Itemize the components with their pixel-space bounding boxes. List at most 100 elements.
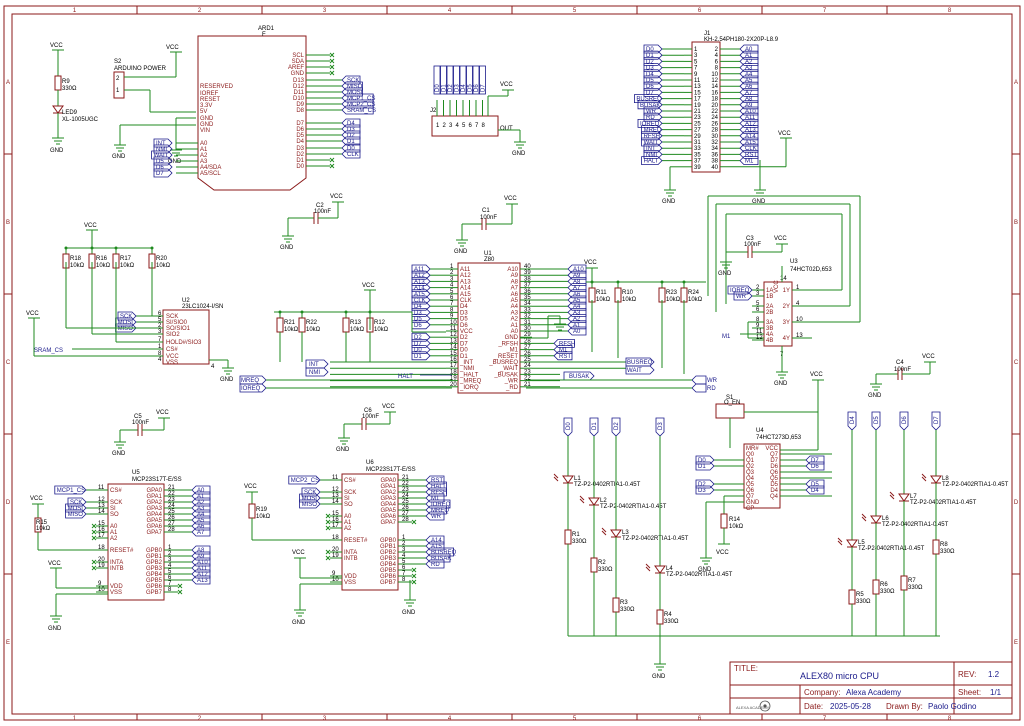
u6-pins-pin-num-8: 8 [402, 577, 406, 583]
u5-pins-pin-num-2: 2 [168, 551, 172, 557]
svg-text:100nF: 100nF [894, 367, 911, 373]
vcc-label: VCC [778, 131, 791, 137]
j1-pin-21: 21 [694, 109, 701, 115]
u1-net-d5: D5 [414, 317, 422, 323]
led-net-d3: D3 [658, 422, 664, 430]
j1-pin-34: 34 [711, 146, 718, 152]
j1-pin-7: 7 [694, 66, 698, 72]
ard1-pin-a3: A3 [200, 159, 208, 165]
ard1-net-d2: D2 [347, 133, 355, 139]
u1-pin-num-30: 30 [524, 326, 531, 332]
j1-gnd-label-2: GND [752, 199, 766, 205]
u6-pins-net-rfsh: RFSH [431, 490, 447, 496]
ard1-net-sram_cs: SRAM_CS [347, 108, 376, 114]
u4-net-left-d1: D1 [698, 464, 706, 470]
r23-value: 10kΩ [666, 297, 681, 303]
svg-text:74HCT273D,653: 74HCT273D,653 [756, 435, 802, 441]
led-res-r6-ref: R6 [880, 582, 888, 588]
u1-pin-num-17: 17 [450, 363, 457, 369]
u1-pin-d3: D3 [460, 310, 468, 316]
u6-pins-pin-si: SI [344, 496, 350, 502]
u1-net-a5: A5 [573, 298, 581, 304]
u5-pins-pin-num-10: 10 [98, 587, 105, 593]
u1-net-a9: A9 [573, 273, 581, 279]
led-res-r8-value: 330Ω [940, 549, 955, 555]
svg-text:R15: R15 [36, 520, 48, 526]
u6-pins-pin-gpb3: GPB3 [380, 556, 397, 562]
j1-pin-18: 18 [711, 97, 718, 103]
u6-pins-pin-num-18: 18 [332, 535, 339, 541]
u4-pin-mr: MR# [746, 446, 759, 452]
u6-pins-pin-num-14: 14 [332, 499, 339, 505]
led-net-d5: D5 [874, 416, 880, 424]
u1-pin-num-20: 20 [450, 382, 457, 388]
ard1-net-nmi: NMI [156, 147, 167, 153]
u5-pins-pin-num-12: 12 [98, 497, 105, 503]
u3-pin-1a: 1A [766, 288, 773, 294]
u5-pins-net-a5: A5 [197, 518, 205, 524]
title-value: ALEX80 micro CPU [800, 671, 879, 681]
u5-pins-pin-num-26: 26 [168, 515, 175, 521]
ard1-pin-5v: 5V [200, 109, 207, 115]
led-res-r7-value: 330Ω [908, 585, 923, 591]
j1-net-halt: HALT [644, 159, 659, 165]
u2-net-sck: SCK [120, 314, 132, 320]
ard1-net-miso: MISO [347, 84, 363, 90]
j1-pin-10: 10 [711, 72, 718, 78]
sheet-label: Sheet: [958, 688, 981, 697]
u1-pin-halt: _HALT [459, 372, 479, 378]
u5-pins-net-a2: A2 [197, 500, 205, 506]
frame-col-bottom-8: 8 [948, 716, 952, 722]
u5-pins-pin-num-11: 11 [98, 485, 105, 491]
u6-pins-net-busak: BUSAK [431, 556, 451, 562]
ard1-net-mosi: MOSI [347, 90, 363, 96]
u1-pin-d1: D1 [460, 354, 468, 360]
frame-row-right-A: A [1014, 80, 1018, 86]
j2-net-d4: D4 [461, 84, 467, 92]
company-value: Alexa Academy [846, 688, 901, 697]
svg-text:S1: S1 [726, 395, 734, 401]
u1-net-a7: A7 [573, 286, 581, 292]
u6-pins-pin-gpa3: GPA3 [380, 496, 396, 502]
u1-pin-wait: _WAIT [499, 366, 518, 372]
frame-col-5: 5 [573, 8, 577, 14]
j1-net-d1: D1 [646, 53, 654, 59]
ard1-pin-a2: A2 [200, 153, 208, 159]
j1-net-a10: A10 [745, 109, 756, 115]
u1-pin-num-5: 5 [450, 289, 454, 295]
j1-net-rst: RST [745, 152, 757, 158]
u1-pin-a13: A13 [460, 279, 471, 285]
u1-pin-num-39: 39 [524, 270, 531, 276]
u3-pin-num-10: 10 [796, 317, 803, 323]
c4-decoupling: VCC C4 100nF GND [868, 354, 936, 399]
u4-pin-q1: Q1 [746, 458, 755, 464]
frame-col-1: 1 [73, 8, 77, 14]
u2-net-miso: MISO [118, 326, 134, 332]
svg-text:MCP23S17T-E/SS: MCP23S17T-E/SS [132, 477, 182, 483]
u1-pin-a15: A15 [460, 292, 471, 298]
u6-pins-net-rst: RST [431, 478, 443, 484]
svg-text:C3: C3 [746, 236, 754, 242]
u4-net-right-d5: D5 [811, 482, 819, 488]
u4-pin-r-d7: D7 [770, 458, 778, 464]
j1-pin-28: 28 [711, 128, 718, 134]
u3-pin-4b: 4B [766, 338, 773, 344]
u2-pin-sio2: SIO2 [166, 332, 180, 338]
u6-pins-pin-gpb1: GPB1 [380, 544, 397, 550]
svg-text:U6: U6 [366, 460, 374, 466]
ard1-net-d7: D7 [156, 171, 164, 177]
led-l8-value: TZ-P2-0402RTIA1-0.45T [942, 482, 1009, 488]
svg-text:VCC: VCC [774, 280, 780, 293]
u5-pins-pin-num-23: 23 [168, 497, 175, 503]
u5-pins-pin-gpb3: GPB3 [146, 566, 163, 572]
j1-pin-1: 1 [694, 47, 698, 53]
u5-pins-net-miso: MISO [68, 512, 84, 518]
u1-net-a6: A6 [573, 292, 581, 298]
svg-text:VCC: VCC [156, 410, 169, 416]
ard1-pin-a4/sda: A4/SDA [200, 165, 221, 171]
u1-net-d1: D1 [414, 354, 422, 360]
led-res-r8-ref: R8 [940, 542, 948, 548]
u6-pins-pin-num-6: 6 [402, 565, 406, 571]
u1-pin-num-6: 6 [450, 295, 454, 301]
r9-value: 330Ω [62, 86, 77, 92]
